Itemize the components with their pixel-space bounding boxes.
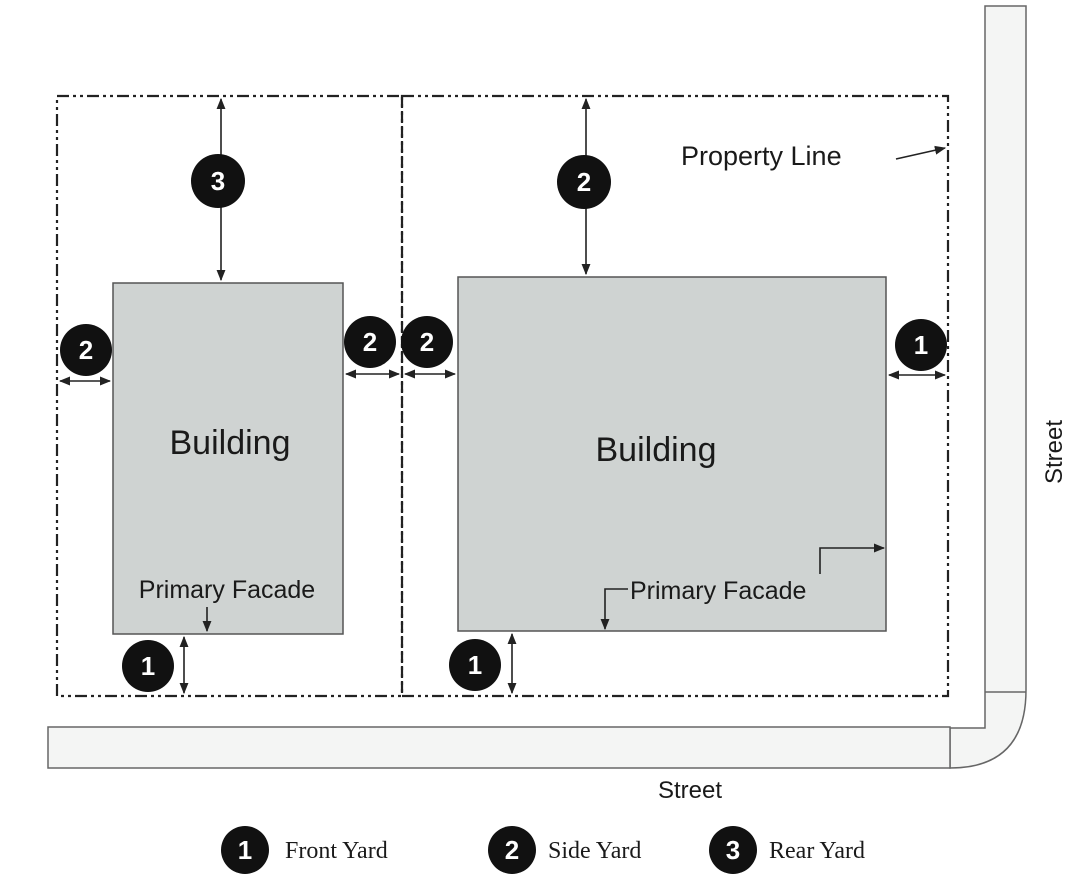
legend-item-rear-yard: 3 Rear Yard — [709, 826, 865, 874]
badge-front-yard-lot2-bottom: 1 — [449, 639, 501, 691]
building-2 — [457, 276, 887, 632]
property-line-label: Property Line — [681, 141, 842, 171]
building-1 — [112, 282, 344, 635]
street-right-label: Street — [1041, 420, 1068, 484]
building-1-title: Building — [170, 424, 291, 462]
svg-text:2: 2 — [79, 335, 93, 365]
building-2-title: Building — [596, 431, 717, 469]
street-bottom-road — [47, 726, 951, 769]
badge-side-yard-lot1-left: 2 — [60, 324, 112, 376]
svg-text:2: 2 — [577, 167, 591, 197]
legend-number: 2 — [505, 835, 519, 865]
building-2-facade-label: Primary Facade — [630, 577, 806, 605]
svg-text:2: 2 — [363, 327, 377, 357]
legend-label-front-yard: Front Yard — [285, 838, 388, 864]
svg-text:2: 2 — [420, 327, 434, 357]
property-line-lot-1 — [55, 94, 404, 698]
street-bottom-label: Street — [658, 777, 722, 804]
facade-2-arrow-right — [819, 543, 886, 574]
legend-item-side-yard: 2 Side Yard — [488, 826, 641, 874]
legend-number: 1 — [238, 835, 252, 865]
property-line-pointer — [895, 145, 947, 160]
badge-front-yard-lot2-right: 1 — [895, 319, 947, 371]
svg-text:1: 1 — [914, 330, 928, 360]
street-right-road — [949, 5, 1027, 769]
property-line-lot-2 — [400, 94, 950, 698]
legend-number: 3 — [726, 835, 740, 865]
building-1-facade-label: Primary Facade — [139, 576, 315, 604]
legend: 1 Front Yard 2 Side Yard 3 Rear Yard — [221, 826, 865, 874]
badge-side-yard-lot2-left: 2 — [401, 316, 453, 368]
badge-rear-yard-lot1: 3 — [191, 154, 245, 208]
badge-front-yard-lot1: 1 — [122, 640, 174, 692]
svg-text:3: 3 — [211, 166, 225, 196]
facade-2-arrow-bottom — [600, 588, 628, 631]
svg-text:1: 1 — [468, 650, 482, 680]
svg-text:1: 1 — [141, 651, 155, 681]
badge-side-yard-lot1-right: 2 — [344, 316, 396, 368]
legend-label-rear-yard: Rear Yard — [769, 838, 865, 864]
legend-label-side-yard: Side Yard — [548, 838, 641, 864]
legend-item-front-yard: 1 Front Yard — [221, 826, 388, 874]
badge-side-yard-lot2-top: 2 — [557, 155, 611, 209]
